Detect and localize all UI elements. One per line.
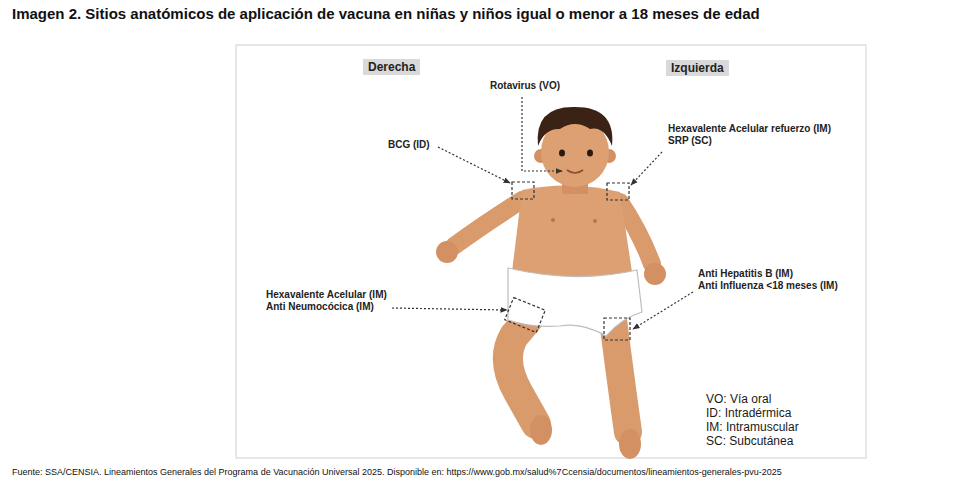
eye — [587, 150, 593, 157]
left-leg — [612, 312, 628, 432]
leader-lines — [392, 97, 693, 329]
vaccine-label: Anti Influenza <18 meses (IM) — [698, 280, 838, 292]
figure-title: Imagen 2. Sitios anatómicos de aplicació… — [12, 5, 760, 23]
site-marker — [604, 318, 630, 340]
right-foot — [530, 415, 552, 445]
nipple — [551, 218, 555, 222]
legend-text: ID: Intradérmica — [706, 406, 791, 420]
vaccine-label: Rotavirus (VO) — [490, 80, 560, 92]
leader-line — [633, 292, 693, 329]
vaccine-label: Hexavalente Acelular (IM) — [266, 289, 387, 301]
nipple — [593, 219, 597, 223]
vaccine-label: SRP (SC) — [668, 135, 712, 147]
site-marker — [512, 182, 534, 199]
legend-entry: ID: Intradérmica — [706, 406, 791, 420]
hair — [538, 107, 613, 146]
vaccine-label: Anti Neumocócica (IM) — [266, 301, 374, 313]
vaccine-label: Hexavalente Acelular refuerzo (IM) — [668, 123, 831, 135]
vaccine-label: Anti Hepatitis B (IM) — [698, 268, 793, 280]
side-heading: Derecha — [363, 59, 420, 75]
leader-line — [522, 97, 562, 171]
eye — [559, 150, 565, 157]
site-marker — [607, 183, 629, 200]
injection-sites — [505, 182, 630, 340]
side-heading: Izquierda — [666, 60, 729, 76]
right-hand — [436, 241, 458, 263]
leader-line — [631, 152, 662, 185]
left-hand — [644, 263, 666, 285]
baby-figure — [436, 107, 666, 459]
diaper — [508, 268, 642, 336]
leader-line — [438, 147, 510, 183]
vaccine-label: BCG (ID) — [388, 139, 430, 151]
right-arm — [454, 200, 522, 246]
legend-entry: VO: Vía oral — [706, 392, 771, 406]
mouth — [567, 170, 583, 173]
source-caption: Fuente: SSA/CENSIA. Lineamientos General… — [12, 467, 782, 478]
legend-text: VO: Vía oral — [706, 392, 771, 406]
legend-entry: SC: Subcutánea — [706, 434, 793, 448]
side-heading-text: Derecha — [368, 60, 415, 74]
left-foot — [619, 429, 641, 459]
figure-frame — [236, 45, 866, 458]
legend-text: IM: Intramuscular — [706, 420, 799, 434]
site-marker — [505, 298, 546, 333]
legend-entry: IM: Intramuscular — [706, 420, 799, 434]
leader-line — [392, 308, 507, 310]
legend-text: SC: Subcutánea — [706, 434, 793, 448]
side-heading-text: Izquierda — [671, 61, 724, 75]
